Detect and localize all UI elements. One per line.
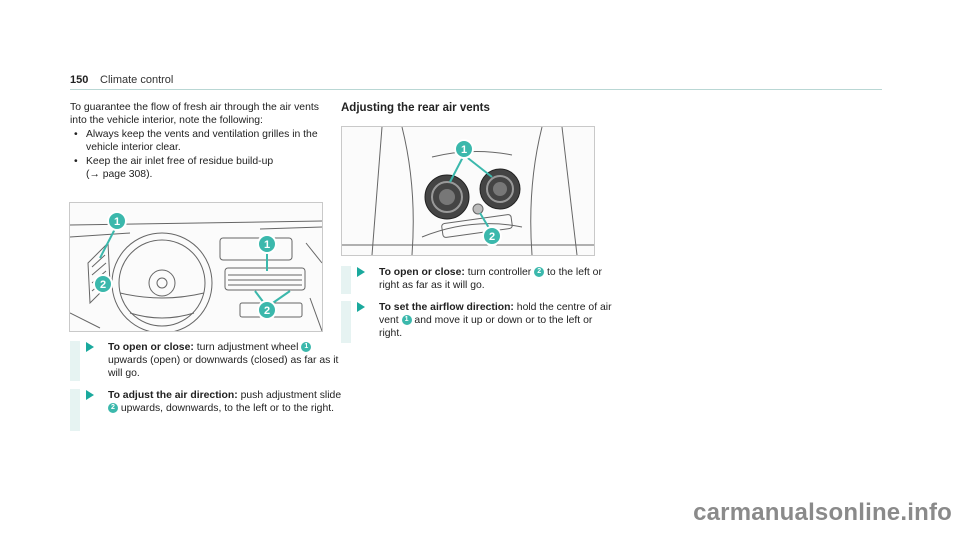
step-bar xyxy=(341,266,351,294)
step-text: to the left or right as far as it will g… xyxy=(379,267,602,291)
step-body: To adjust the air direction: push adjust… xyxy=(86,389,346,415)
chapter-title: Climate control xyxy=(100,74,174,86)
rear-step-airflow-direction: To set the airflow direction: hold the c… xyxy=(341,301,617,343)
callout-marker: 2 xyxy=(93,274,113,294)
bullet-dot: • xyxy=(74,129,78,140)
callout-badge: 2 xyxy=(108,403,118,414)
bullet-dot: • xyxy=(74,156,78,167)
bullet-text: Always keep the vents and ventilation gr… xyxy=(86,129,318,153)
page-number: 150 xyxy=(70,74,89,86)
step-text: upwards, downwards, to the left or to th… xyxy=(120,403,335,414)
step-bar xyxy=(70,389,80,431)
step-title: To adjust the air direction: xyxy=(108,390,238,401)
watermark-text[interactable]: carmanualsonline.info xyxy=(693,499,952,526)
intro-text: To guarantee the flow of fresh air throu… xyxy=(70,102,319,126)
callout-number: 1 xyxy=(114,216,120,228)
step-text: and move it up or down or to the left or… xyxy=(379,315,593,339)
step-text: turn adjustment wheel xyxy=(196,342,299,353)
step-text: turn controller xyxy=(467,267,532,278)
callout-number: 2 xyxy=(489,231,495,243)
step-bar xyxy=(70,341,80,381)
intro-block: To guarantee the flow of fresh air throu… xyxy=(70,101,330,181)
bullet-text: Keep the air inlet free of residue build… xyxy=(86,156,274,167)
dashboard-vents-figure: 1 2 1 2 xyxy=(69,202,323,332)
step-text: push adjustment slide xyxy=(240,390,342,401)
callout-number: 2 xyxy=(100,279,106,291)
callout-number: 1 xyxy=(461,144,467,156)
callout-badge: 2 xyxy=(534,267,545,278)
step-title: To set the airflow direction: xyxy=(379,302,514,313)
step-arrow-icon xyxy=(357,302,365,312)
callout-marker: 2 xyxy=(257,300,277,320)
header-divider xyxy=(70,89,882,90)
step-bar xyxy=(341,301,351,343)
step-arrow-icon xyxy=(357,267,365,277)
callout-marker: 1 xyxy=(257,234,277,254)
step-title: To open or close: xyxy=(108,342,194,353)
step-text: hold the centre of air vent xyxy=(379,302,612,326)
rear-vents-figure: 1 2 xyxy=(341,126,595,256)
step-arrow-icon xyxy=(86,342,94,352)
step-open-close: To open or close: turn adjustment wheel … xyxy=(70,341,346,381)
callout-number: 2 xyxy=(264,305,270,317)
step-body: To open or close: turn adjustment wheel … xyxy=(86,341,346,380)
callout-marker: 1 xyxy=(107,211,127,231)
rear-vents-illustration: 1 2 xyxy=(342,127,594,255)
step-title: To open or close: xyxy=(379,267,465,278)
step-body: To set the airflow direction: hold the c… xyxy=(357,301,617,340)
bullet-item: • Keep the air inlet free of residue bui… xyxy=(70,155,330,181)
step-body: To open or close: turn controller 2 to t… xyxy=(357,266,617,292)
section-heading: Adjusting the rear air vents xyxy=(341,102,490,114)
page-reference[interactable]: (→ page 308). xyxy=(86,169,153,180)
callout-badge: 1 xyxy=(401,315,412,326)
callout-badge: 1 xyxy=(301,342,312,353)
dashboard-illustration: 1 2 1 2 xyxy=(70,211,322,331)
callout-marker: 2 xyxy=(482,226,502,246)
callout-marker: 1 xyxy=(454,139,474,159)
callout-number: 1 xyxy=(264,239,270,251)
bullet-item: • Always keep the vents and ventilation … xyxy=(70,128,330,154)
rear-step-open-close: To open or close: turn controller 2 to t… xyxy=(341,266,617,294)
step-adjust-direction: To adjust the air direction: push adjust… xyxy=(70,389,346,431)
step-text: upwards (open) or downwards (closed) as … xyxy=(108,355,339,379)
step-arrow-icon xyxy=(86,390,94,400)
